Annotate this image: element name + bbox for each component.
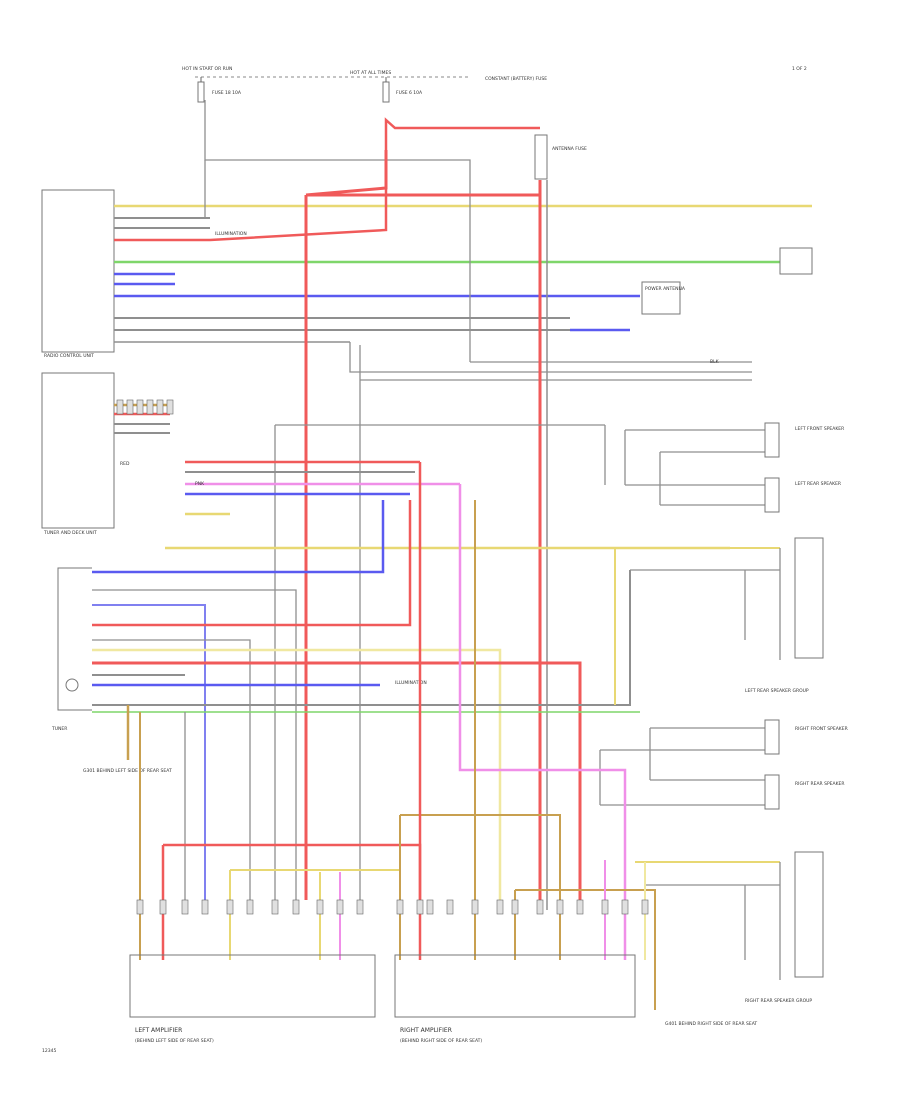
left-rear-grp-box xyxy=(794,537,824,659)
left-rear-label: LEFT REAR SPEAKER xyxy=(795,481,841,487)
right-amp-pin-5 xyxy=(471,899,479,915)
left-amp-note: (BEHIND LEFT SIDE OF REAR SEAT) xyxy=(135,1038,214,1044)
tuner-wires: ILLUMINATION G301 BEHIND LEFT SIDE OF RE… xyxy=(83,500,640,910)
deck-conn-pin-2 xyxy=(126,399,134,415)
left-amp-pin-11 xyxy=(356,899,364,915)
left-front-tw xyxy=(764,477,780,513)
ground-left-note: G301 BEHIND LEFT SIDE OF REAR SEAT xyxy=(83,768,172,774)
left-amp-pin-10 xyxy=(336,899,344,915)
right-amp-pin-11 xyxy=(601,899,609,915)
fuse-right-label: CONSTANT (BATTERY) FUSE xyxy=(485,76,547,82)
right-amp-pin-7 xyxy=(511,899,519,915)
fuse-b-label: FUSE 6 10A xyxy=(396,90,423,96)
wire-label-blk: BLK xyxy=(710,359,720,365)
page-ref: 1 OF 2 xyxy=(792,66,807,72)
amplifiers: LEFT AMPLIFIER (BEHIND LEFT SIDE OF REAR… xyxy=(129,954,636,1044)
tuner-label: TUNER xyxy=(51,726,67,732)
left-amp-pin-7 xyxy=(271,899,279,915)
right-amp-pin-3 xyxy=(426,899,434,915)
radio-control-label: RADIO CONTROL UNIT xyxy=(44,353,94,359)
left-boxes: RADIO CONTROL UNIT TUNER AND DECK UNIT T… xyxy=(41,189,115,732)
power-antenna-box xyxy=(641,281,681,315)
radio-control-box xyxy=(41,189,115,353)
right-front-spk xyxy=(764,719,780,755)
power-antenna-note: POWER ANTENNA xyxy=(645,286,686,292)
right-amp-pin-10 xyxy=(576,899,584,915)
right-amp-pin-13 xyxy=(641,899,649,915)
right-front-label: RIGHT FRONT SPEAKER xyxy=(795,726,848,732)
left-rear-grp-label: LEFT REAR SPEAKER GROUP xyxy=(745,688,809,694)
left-front-label: LEFT FRONT SPEAKER xyxy=(795,426,844,432)
deck-conn-pin-1 xyxy=(116,399,124,415)
fuse-6 xyxy=(382,81,390,103)
illumination-label-tuner: ILLUMINATION xyxy=(395,680,427,686)
right-rear-grp-label: RIGHT REAR SPEAKER GROUP xyxy=(745,998,812,1004)
left-amp-pin-5 xyxy=(226,899,234,915)
diagram-id: 12345 xyxy=(42,1048,56,1054)
left-amp-pin-9 xyxy=(316,899,324,915)
vertical-wires xyxy=(274,150,606,910)
fuse-18 xyxy=(197,81,205,103)
deck-conn-pin-4 xyxy=(146,399,154,415)
ant-motor-box xyxy=(779,247,813,275)
left-amp-pin-1 xyxy=(136,899,144,915)
right-amp-box xyxy=(394,954,636,1018)
tuner-deck-box xyxy=(41,372,115,529)
right-amp-label: RIGHT AMPLIFIER xyxy=(400,1027,452,1034)
left-amp-pin-8 xyxy=(292,899,300,915)
right-amp-pin-6 xyxy=(496,899,504,915)
right-rear-grp-box xyxy=(794,851,824,978)
ground-right-note: G401 BEHIND RIGHT SIDE OF REAR SEAT xyxy=(665,1021,757,1027)
left-amp-pin-4 xyxy=(201,899,209,915)
right-amp-pin-9 xyxy=(556,899,564,915)
deck-conn-pin-5 xyxy=(156,399,164,415)
deck-wire-pnk: PNK xyxy=(195,481,205,487)
left-amp-pin-2 xyxy=(159,899,167,915)
fuse-a-label: FUSE 18 10A xyxy=(212,90,242,96)
left-amp-pins xyxy=(136,899,364,915)
left-front-spk xyxy=(764,422,780,458)
connector-pins xyxy=(116,399,174,415)
right-rear-label: RIGHT REAR SPEAKER xyxy=(795,781,845,787)
left-amp-label: LEFT AMPLIFIER xyxy=(135,1027,182,1034)
tuner-deck-label: TUNER AND DECK UNIT xyxy=(43,530,97,536)
upper-wires: BLK ILLUMINATION POWER ANTENNA xyxy=(114,100,813,381)
antenna-fuse xyxy=(534,134,548,180)
fuse-section: HOT IN START OR RUN HOT AT ALL TIMES CON… xyxy=(182,66,807,180)
left-amp-pin-3 xyxy=(181,899,189,915)
amp-wires: G401 BEHIND RIGHT SIDE OF REAR SEAT xyxy=(139,462,757,1027)
illumination-label-top: ILLUMINATION xyxy=(215,231,247,237)
left-amp-box xyxy=(129,954,376,1018)
right-amp-pin-8 xyxy=(536,899,544,915)
deck-wire-red: RED xyxy=(120,461,130,467)
right-amp-pins xyxy=(396,899,649,915)
right-amp-note: (BEHIND RIGHT SIDE OF REAR SEAT) xyxy=(400,1038,482,1044)
right-amp-pin-1 xyxy=(396,899,404,915)
right-amp-pin-12 xyxy=(621,899,629,915)
deck-wires: RED PNK xyxy=(114,403,730,550)
fuse-left-label: HOT IN START OR RUN xyxy=(182,66,232,72)
fuse-c-label: ANTENNA FUSE xyxy=(552,146,587,152)
tuner-knob xyxy=(65,678,79,692)
left-amp-pin-6 xyxy=(246,899,254,915)
deck-conn-pin-6 xyxy=(166,399,174,415)
right-amp-pin-4 xyxy=(446,899,454,915)
speaker-wires: LEFT FRONT SPEAKER LEFT REAR SPEAKER LEF… xyxy=(599,422,848,1004)
right-amp-pin-2 xyxy=(416,899,424,915)
right-front-tw xyxy=(764,774,780,810)
deck-conn-pin-3 xyxy=(136,399,144,415)
tuner-box xyxy=(57,567,92,711)
fuse-mid-label: HOT AT ALL TIMES xyxy=(350,70,391,76)
